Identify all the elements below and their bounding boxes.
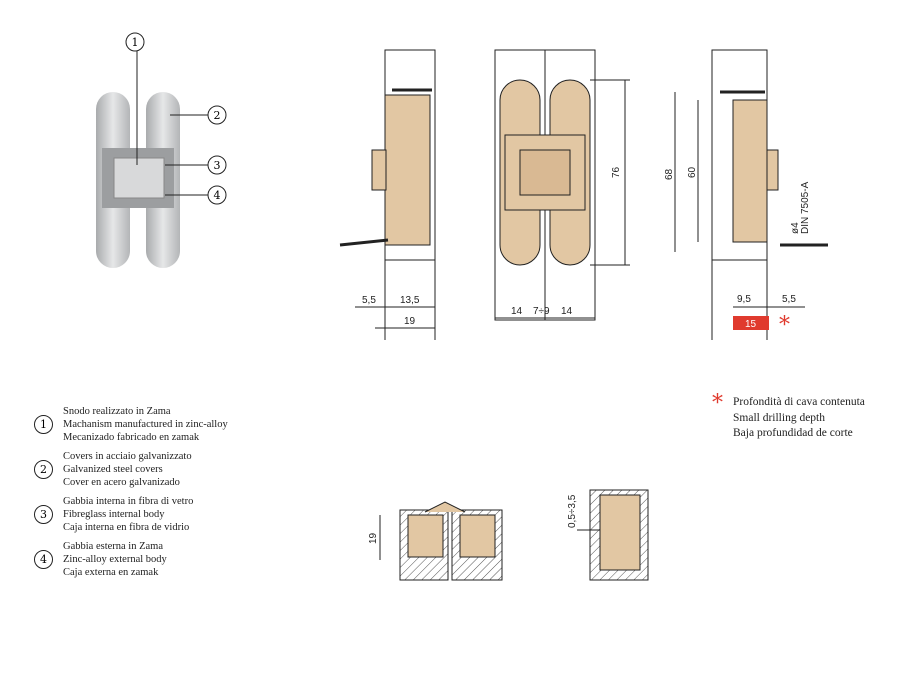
drill-depth-badge <box>733 316 769 330</box>
hinge-photo <box>96 50 208 268</box>
callout-1: 1 <box>125 32 145 52</box>
dim-section-19: 19 <box>368 532 379 544</box>
legend-line: Gabbia esterna in Zama <box>63 541 163 552</box>
dim-screw: ø4 <box>790 222 801 234</box>
callout-2: 2 <box>207 105 227 125</box>
svg-text:3: 3 <box>214 159 221 172</box>
dim-front-1: 5,5 <box>362 295 376 306</box>
dim-screw-std: DIN 7505-A <box>800 181 811 234</box>
dim-mid-3: 14 <box>561 306 573 317</box>
section-view-1 <box>379 501 503 581</box>
section-view-2 <box>577 489 649 581</box>
legend-line: Gabbia interna in fibra di vetro <box>63 496 194 507</box>
dim-height-76: 76 <box>611 166 622 178</box>
callout-3: 3 <box>207 155 227 175</box>
note-line: Small drilling depth <box>733 411 825 424</box>
middle-view-drawing <box>494 49 630 321</box>
legend-number: 4 <box>34 550 53 569</box>
dim-mid-1: 14 <box>511 306 523 317</box>
front-view-drawing <box>339 49 436 340</box>
svg-text:2: 2 <box>214 109 221 122</box>
legend-line: Cover en acero galvanizado <box>63 477 180 488</box>
dim-section-gap: 0,5÷3,5 <box>567 494 578 528</box>
legend-line: Fibreglass internal body <box>63 509 165 520</box>
dim-front-3: 19 <box>404 316 416 327</box>
dim-60: 60 <box>687 166 698 178</box>
dim-68: 68 <box>664 168 675 180</box>
legend-line: Covers in acciaio galvanizzato <box>63 451 192 462</box>
callout-4: 4 <box>207 185 227 205</box>
note-line: Baja profundidad de corte <box>733 427 853 439</box>
side-view-drawing <box>674 49 828 340</box>
dim-front-2: 13,5 <box>400 295 420 306</box>
note-line: Profondità di cava contenuta <box>733 396 865 408</box>
svg-text:1: 1 <box>132 36 139 49</box>
legend-line: Zinc-alloy external body <box>63 554 167 565</box>
svg-text:4: 4 <box>214 189 221 202</box>
dim-side-2: 5,5 <box>782 294 796 305</box>
asterisk-marker: * <box>779 313 790 338</box>
legend-line: Mecanizado fabricado en zamak <box>63 432 200 443</box>
legend-number: 3 <box>34 505 53 524</box>
legend-line: Machanism manufactured in zinc-alloy <box>63 419 228 430</box>
legend-number: 2 <box>34 460 53 479</box>
legend-line: Snodo realizzato in Zama <box>63 406 171 417</box>
legend-line: Caja externa en zamak <box>63 567 159 578</box>
dim-side-1: 9,5 <box>737 294 751 305</box>
legend-line: Caja interna en fibra de vidrio <box>63 522 190 533</box>
dim-mid-2: 7÷9 <box>533 306 550 317</box>
dim-drill: 15 <box>745 319 757 330</box>
legend-number: 1 <box>34 415 53 434</box>
legend-line: Galvanized steel covers <box>63 464 163 475</box>
asterisk-icon: * <box>712 391 723 416</box>
